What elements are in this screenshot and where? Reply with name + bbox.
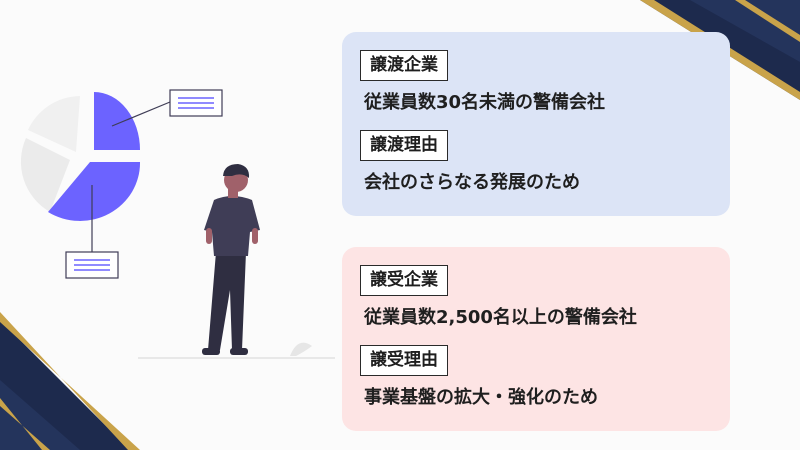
person-illustration <box>138 164 335 359</box>
transferee-company-label: 譲受企業 <box>360 265 448 296</box>
bottom-left-stripes <box>0 312 140 450</box>
transferor-company-label: 譲渡企業 <box>360 50 448 81</box>
person-legs <box>208 252 246 350</box>
pie-slice-grey-top <box>28 96 80 152</box>
transferee-reason-label: 譲受理由 <box>360 345 448 376</box>
person-hand-left <box>206 228 212 244</box>
connector-line-top <box>111 101 171 127</box>
transferee-reason-detail: 事業基盤の拡大・強化のため <box>364 387 598 408</box>
transferor-reason-label: 譲渡理由 <box>360 130 448 161</box>
transferee-company-detail: 従業員数2,500名以上の警備会社 <box>364 307 637 328</box>
gold-stripe-small <box>735 0 800 42</box>
person-shoe-right <box>230 348 248 355</box>
navy-stripe-inner <box>690 0 800 62</box>
transferor-card: 譲渡企業 従業員数30名未満の警備会社 譲渡理由 会社のさらなる発展のため <box>342 32 730 216</box>
pie-illustration <box>20 89 223 279</box>
chart-person-illustration <box>20 89 335 359</box>
person-shirt <box>204 196 260 256</box>
plant-icon <box>290 342 312 356</box>
label-box-top <box>169 89 223 117</box>
person-hand-right <box>252 228 258 244</box>
transferor-company-detail: 従業員数30名未満の警備会社 <box>364 92 606 113</box>
pie-slice-purple-top <box>94 92 140 150</box>
pie-slice-grey-bottom <box>20 138 70 212</box>
label-box-bottom <box>65 251 119 279</box>
pie-slice-purple-bottom <box>48 162 141 221</box>
person-shoe-left <box>202 348 220 355</box>
transferor-reason-detail: 会社のさらなる発展のため <box>364 172 580 193</box>
person-hair <box>223 164 250 178</box>
navy-stripe-inner <box>0 380 80 450</box>
transferee-card: 譲受企業 従業員数2,500名以上の警備会社 譲受理由 事業基盤の拡大・強化のた… <box>342 247 730 431</box>
person-neck <box>228 188 238 198</box>
